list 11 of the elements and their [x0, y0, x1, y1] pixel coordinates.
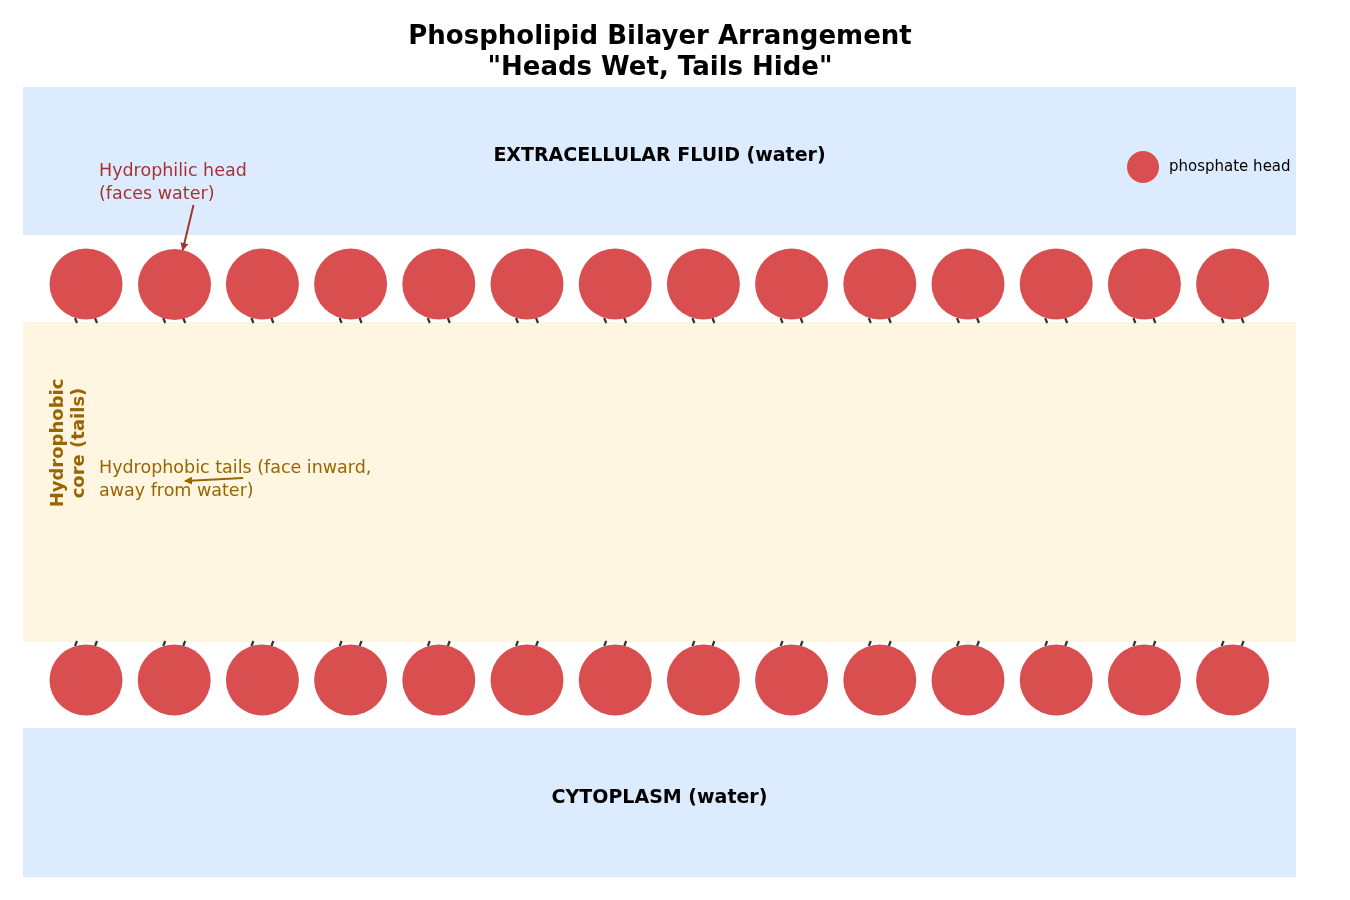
leader-arrow: [184, 476, 244, 485]
leader-arrow: [180, 204, 195, 251]
water-band: [23, 728, 1296, 877]
region-label: Hydrophobic core (tails): [46, 377, 88, 510]
callout-text: Hydrophilic head (faces water): [99, 159, 299, 205]
legend-label: phosphate head: [1169, 157, 1291, 175]
region-label: CYTOPLASM (water): [550, 785, 769, 807]
water-band: [23, 87, 1296, 235]
diagram-title: Phospholipid Bilayer Arrangement "Heads Wet, Tails Hide": [407, 20, 913, 82]
core-band: [23, 322, 1296, 642]
callout-text: Hydrophobic tails (face inward, away from water): [99, 456, 409, 502]
